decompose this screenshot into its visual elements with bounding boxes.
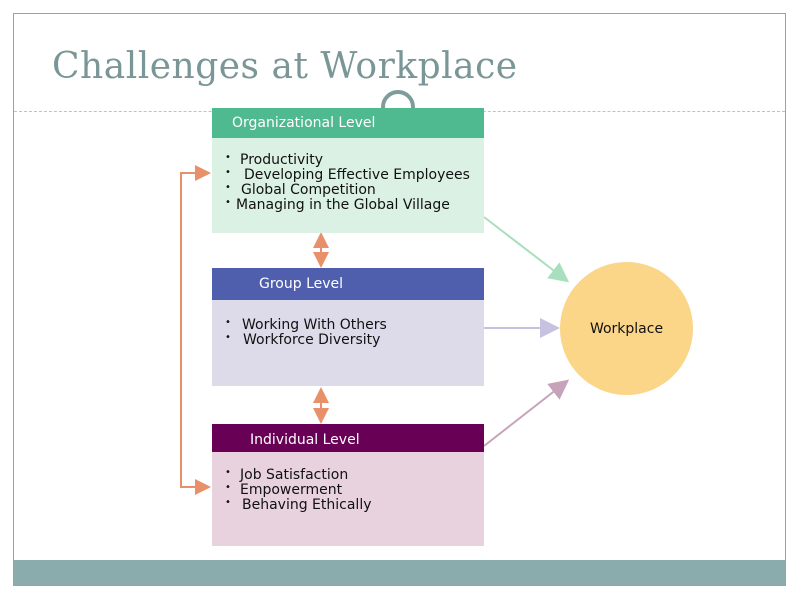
list-item: Workforce Diversity (212, 330, 484, 348)
org-to-workplace-arrow (483, 216, 570, 283)
workplace-circle: Workplace (560, 262, 693, 395)
individual-level-box: Individual Level Job Satisfaction Empowe… (212, 424, 484, 546)
list-item: Behaving Ethically (212, 495, 484, 513)
individual-to-workplace-arrow (483, 379, 570, 447)
list-item: Job Satisfaction (212, 465, 484, 483)
organizational-level-list: Productivity Developing Effective Employ… (212, 138, 484, 233)
individual-level-list: Job Satisfaction Empowerment Behaving Et… (212, 452, 484, 546)
left-loop-arrow (180, 165, 211, 495)
list-item: Managing in the Global Village (212, 195, 484, 213)
list-item: Productivity (212, 150, 484, 168)
list-item: Developing Effective Employees (212, 165, 484, 183)
slide-title: Challenges at Workplace (52, 46, 518, 87)
group-level-box: Group Level Working With Others Workforc… (212, 268, 484, 386)
footer-bar (14, 560, 785, 585)
group-level-heading: Group Level (212, 268, 484, 300)
organizational-level-heading: Organizational Level (212, 108, 484, 138)
group-level-list: Working With Others Workforce Diversity (212, 300, 484, 386)
workplace-label: Workplace (589, 320, 664, 337)
organizational-level-box: Organizational Level Productivity Develo… (212, 108, 484, 233)
list-item: Empowerment (212, 480, 484, 498)
list-item: Global Competition (212, 180, 484, 198)
individual-level-heading: Individual Level (212, 424, 484, 452)
list-item: Working With Others (212, 315, 484, 333)
